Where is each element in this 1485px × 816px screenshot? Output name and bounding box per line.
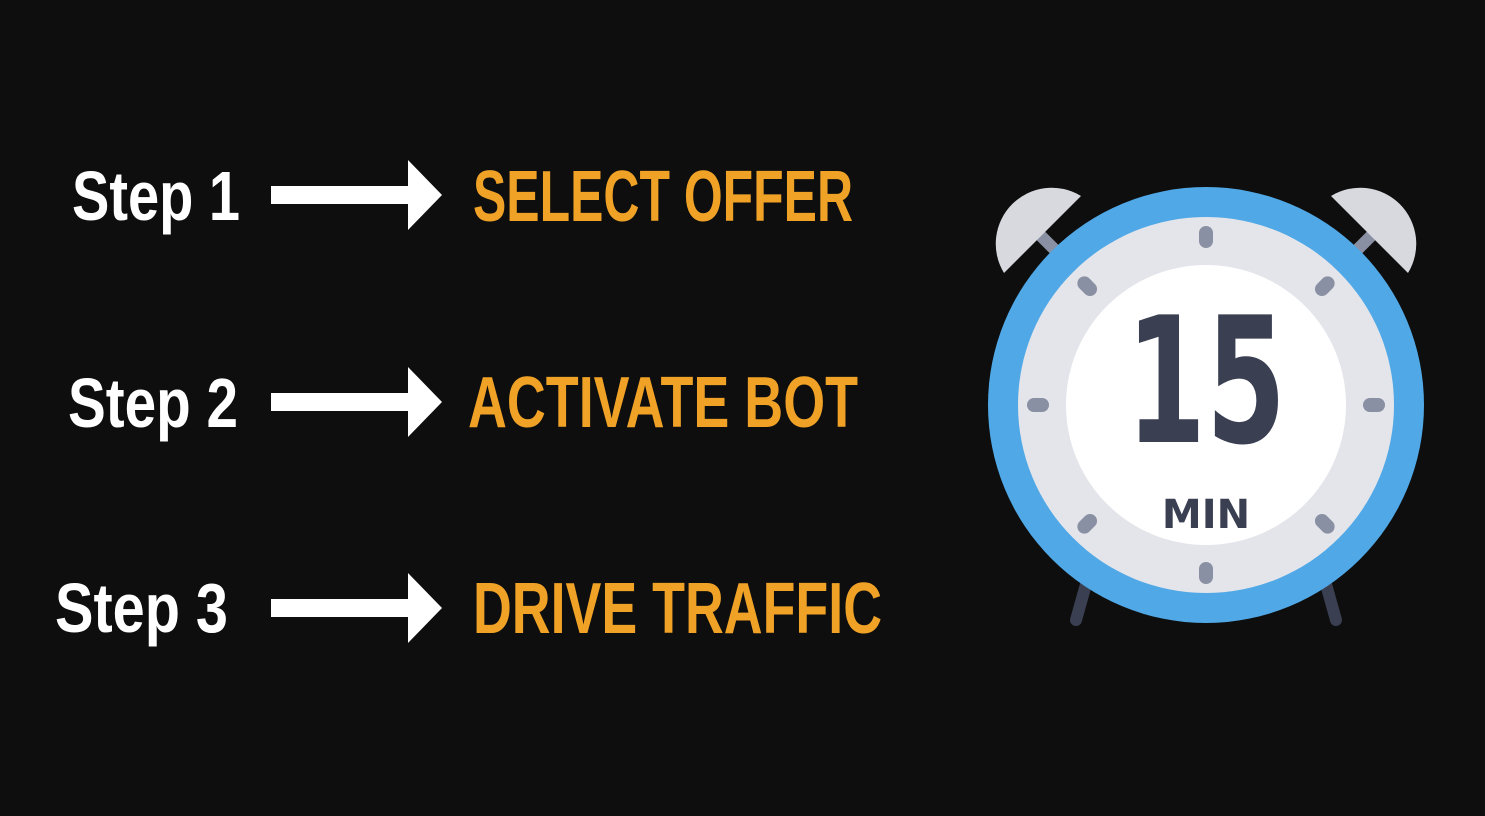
step-action: ACTIVATE BOT <box>468 363 858 443</box>
step-row-1: Step 1 SELECT OFFER <box>72 157 853 237</box>
clock-tick <box>1314 513 1335 534</box>
step-label: Step 2 <box>68 364 238 442</box>
clock-unit: MIN <box>1162 492 1250 538</box>
clock-tick <box>1314 276 1335 297</box>
arrow-right-icon <box>271 573 442 643</box>
clock-tick <box>1027 398 1049 412</box>
step-action: DRIVE TRAFFIC <box>473 569 882 649</box>
clock-tick <box>1077 513 1098 534</box>
clock-value: 15 <box>1126 281 1286 484</box>
step-action: SELECT OFFER <box>473 157 853 237</box>
alarm-clock-icon: 15 MIN <box>988 187 1424 626</box>
bell-right <box>1331 187 1417 273</box>
clock-tick <box>1363 398 1385 412</box>
clock-tick <box>1199 226 1213 248</box>
arrow-right-icon <box>271 160 442 230</box>
step-label: Step 1 <box>72 157 240 235</box>
step-row-3: Step 3 DRIVE TRAFFIC <box>55 569 882 649</box>
step-row-2: Step 2 ACTIVATE BOT <box>68 363 858 443</box>
clock-tick <box>1199 562 1213 584</box>
arrow-right-icon <box>271 367 442 437</box>
bell-left <box>995 187 1081 273</box>
clock-tick <box>1077 276 1098 297</box>
step-label: Step 3 <box>55 569 228 647</box>
